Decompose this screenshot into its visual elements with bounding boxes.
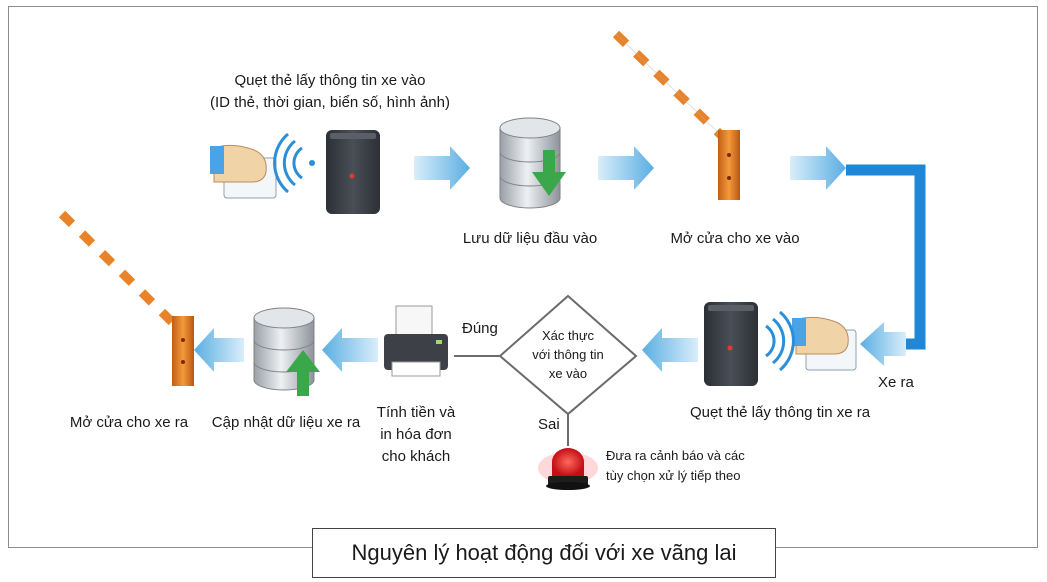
flow-arrow — [642, 328, 698, 372]
hand-card-icon — [210, 144, 277, 199]
verify-line-2: với thông tin — [532, 347, 604, 362]
update-data-label: Cập nhật dữ liệu xe ra — [211, 414, 361, 431]
diagram-title: Nguyên lý hoạt động đối với xe vãng lai — [312, 528, 776, 578]
store-input-label: Lưu dữ liệu đầu vào — [462, 230, 598, 247]
scan-in-label: Quẹt thẻ lấy thông tin xe vào — [234, 72, 426, 89]
scan-in-detail: (ID thẻ, thời gian, biển số, hình ảnh) — [210, 94, 450, 111]
billing-line-3: cho khách — [381, 448, 451, 465]
flow-arrow — [322, 328, 378, 372]
diagram-frame — [8, 6, 1038, 548]
card-reader-icon — [326, 130, 380, 214]
scan-out-label: Quẹt thẻ lấy thông tin xe ra — [689, 404, 871, 421]
hand-card-icon — [792, 316, 857, 371]
flow-connector — [846, 164, 926, 350]
open-gate-out-label: Mở cửa cho xe ra — [69, 414, 189, 431]
barrier-gate-icon — [612, 30, 740, 200]
card-reader-icon — [704, 302, 758, 386]
wireless-signal-icon — [273, 132, 315, 194]
billing-line-2: in hóa đơn — [380, 426, 452, 443]
billing-line-1: Tính tiền và — [376, 404, 456, 421]
barrier-gate-icon — [58, 210, 194, 386]
verify-line-1: Xác thực — [541, 328, 595, 343]
diagram-title-text: Nguyên lý hoạt động đối với xe vãng lai — [351, 540, 737, 565]
no-label: Sai — [538, 416, 560, 433]
verify-line-3: xe vào — [548, 366, 588, 381]
flow-arrow — [194, 328, 244, 372]
warning-line-2: tùy chọn xử lý tiếp theo — [606, 468, 741, 483]
printer-icon — [384, 305, 448, 377]
flow-arrow — [414, 146, 470, 190]
warning-line-1: Đưa ra cảnh báo và các — [606, 448, 745, 463]
flow-arrow — [790, 146, 846, 190]
wireless-signal-icon — [765, 310, 795, 372]
alarm-light-icon — [538, 448, 598, 490]
flow-arrow — [860, 322, 906, 366]
exit-label: Xe ra — [878, 374, 914, 391]
flow-arrow — [598, 146, 654, 190]
database-down-icon — [499, 117, 566, 209]
open-gate-in-label: Mở cửa cho xe vào — [670, 230, 800, 247]
database-up-icon — [253, 307, 320, 396]
yes-label: Đúng — [462, 320, 498, 337]
